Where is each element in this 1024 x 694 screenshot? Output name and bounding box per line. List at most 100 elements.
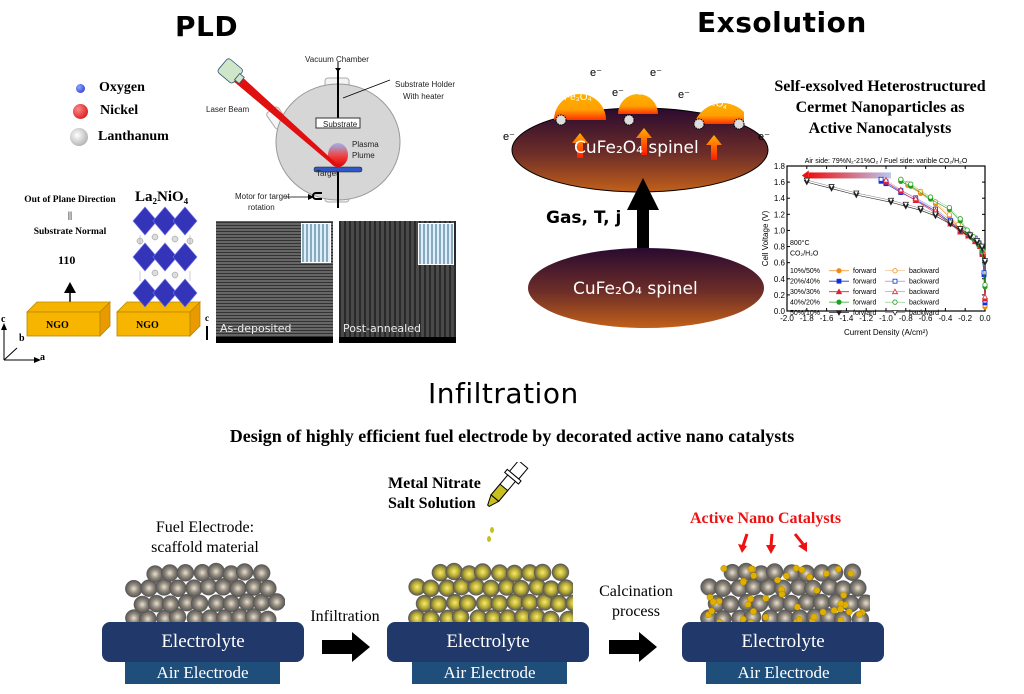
exsolution-title: Exsolution [697,6,867,39]
headline-line1: Self-exsolved Heterostructured [774,78,986,95]
fe3o4-label-2: Fe₃O₄ [626,86,654,97]
tem-inset [301,223,331,263]
particle [482,579,500,598]
electron-label: e⁻ [590,67,602,79]
legend-forward-label: forward [853,310,876,317]
electrolyte-layer-3: Electrolyte [682,622,884,662]
vacuum-arrow-icon [335,68,341,72]
nano-catalyst-particle [739,578,747,586]
electron-label: e⁻ [758,131,770,143]
y-tick-label: 0.4 [774,275,786,284]
x-tick-label: -0.8 [899,314,913,323]
nano-catalyst-particle [708,607,716,615]
particle [445,562,463,581]
axis-c-label: c [1,314,6,325]
nano-catalyst-particle [810,613,818,621]
particle [512,579,530,598]
particle [259,610,277,624]
axis-c-head-icon [1,323,7,330]
particle [473,563,492,581]
nano-catalyst-particle [762,613,770,621]
x-tick-label: 0.0 [979,314,991,323]
plasma-label-2: Plume [352,151,375,160]
particle [161,595,180,613]
step-calcination-label: Calcination process [588,582,684,622]
legend-backward-marker [892,268,898,274]
x-tick-label: -1.8 [800,314,814,323]
infiltrated-particles [408,562,573,624]
data-point-backward-2 [882,176,890,183]
legend-forward-marker [835,288,843,295]
legend-lanthanum: Lanthanum [70,128,169,146]
particle [169,579,187,597]
particle [190,594,209,613]
catalyst-arrows [738,533,807,554]
axis-b-label: b [19,333,25,344]
particle [490,594,508,613]
nano-catalyst-particle [762,594,770,602]
nano-catalyst-particle [774,576,782,584]
x-tick-label: -1.0 [879,314,893,323]
fuel-electrode-label: Fuel Electrode: scaffold material [140,518,270,558]
x-tick-label: -1.2 [859,314,873,323]
data-point-backward-4 [957,226,964,232]
fuel-electrode-line1: Fuel Electrode: [155,519,255,536]
electron-label: e⁻ [503,131,515,143]
nano-catalyst-particle [747,565,755,573]
nano-catalyst-particle [834,565,842,573]
data-point-backward-3 [908,181,914,187]
crystal-formula: La₂NiO₄ [135,189,189,205]
nano-catalyst-particle [813,587,821,594]
nano-catalyst-particle [778,590,786,598]
droplet-icon [487,536,491,542]
particle [235,563,254,581]
data-point-backward-4 [917,205,924,212]
legend-series-label: 10%/50% [790,268,820,275]
nano-catalyst-particle [750,572,758,580]
particle [429,595,448,613]
x-tick-label: -0.6 [919,314,933,323]
nano-catalyst-particle [783,572,790,580]
direction-arrow-bar [808,172,891,179]
tem-post-annealed-label: Post-annealed [343,322,421,335]
legend-backward-label: backward [909,289,939,296]
cu-particle-1 [554,94,606,120]
conditions-label: Gas, T, j [546,208,622,228]
tem-inset-2 [418,223,454,265]
nano-catalyst-particle [840,591,848,599]
nano-catalyst-particle [845,608,853,616]
legend-backward-marker [891,288,899,295]
legend-oxygen: Oxygen [72,80,145,96]
electron-label: e⁻ [612,87,624,99]
step-calcination-line1: Calcination [599,583,673,600]
vacancy-icon [693,118,705,130]
exsolution-arrow-icon [636,128,652,155]
droplet-icon [490,527,494,533]
legend-forward-label: forward [853,268,876,275]
laser-beam [232,75,336,166]
data-point-backward-4 [981,258,989,264]
nano-catalyst-particle [792,564,800,572]
motor-label-1: Motor for target [235,192,290,201]
step-infiltration-label: Infiltration [310,608,380,625]
data-point-backward-3 [927,194,934,200]
particle [551,563,570,581]
holder-pointer [342,79,391,99]
substrate-diagram [1,282,201,363]
data-point-backward-4 [978,243,986,250]
metal-nitrate-line1: Metal Nitrate [388,475,481,492]
particle [222,594,240,613]
target-label: Target [316,169,339,178]
ngo-block-side [99,301,111,337]
exsolution-arrow-icon [706,135,722,160]
particle [259,579,277,598]
pipette-icon [487,462,529,542]
tem-as-deposited-image: As-deposited [216,221,333,343]
particle [557,579,573,597]
particle [207,594,226,612]
legend-series-label: 20%/40% [790,279,820,286]
spinel-bottom-ellipse [528,248,764,328]
x-tick-label: -1.4 [840,314,854,323]
data-point-backward-4 [966,232,974,239]
data-point-backward-4 [828,184,835,190]
